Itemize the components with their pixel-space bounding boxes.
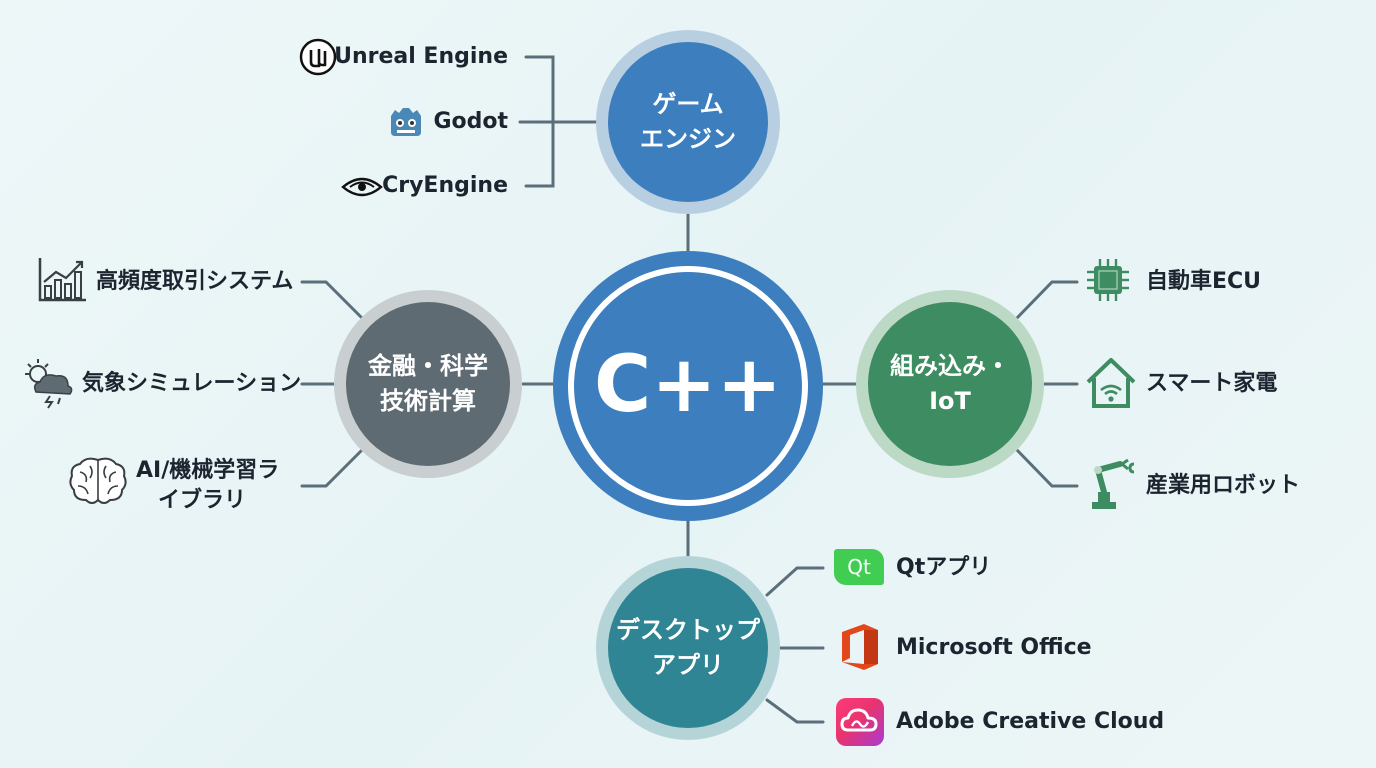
item-automotive-ecu: 自動車ECU	[1146, 269, 1262, 294]
node-finance	[334, 290, 522, 478]
game-engine-title-line2: エンジン	[640, 125, 736, 153]
game-engine-title: ゲーム エンジン	[608, 82, 768, 162]
node-desktop	[596, 556, 780, 740]
qt-logo-text: Qt	[847, 555, 871, 579]
item-hft-system: 高頻度取引システム	[96, 269, 294, 294]
item-unreal-engine: Unreal Engine	[334, 44, 508, 69]
desktop-title: デスクトップ アプリ	[608, 608, 768, 688]
item-ai-ml-line1: AI/機械学習ラ	[136, 458, 280, 483]
center-label: C++	[588, 326, 788, 446]
center-label-text: C++	[594, 340, 782, 431]
item-adobe-creative-cloud: Adobe Creative Cloud	[896, 709, 1165, 734]
desktop-title-line1: デスクトップ	[616, 616, 760, 645]
chip-icon	[1087, 259, 1129, 301]
finance-title-line1: 金融・科学	[368, 352, 488, 381]
node-embedded	[856, 290, 1044, 478]
item-microsoft-office: Microsoft Office	[896, 635, 1092, 660]
item-smart-appliances: スマート家電	[1146, 371, 1278, 396]
item-ai-ml-line2: イブラリ	[158, 488, 247, 513]
item-godot: Godot	[433, 109, 508, 134]
embedded-title-line1: 組み込み・	[890, 352, 1010, 381]
unreal-engine-logo-icon	[299, 38, 337, 76]
finance-title: 金融・科学 技術計算	[348, 344, 508, 424]
connector-lines	[300, 55, 1079, 724]
item-weather-simulation: 気象シミュレーション	[82, 371, 302, 396]
finance-title-line2: 技術計算	[380, 387, 476, 415]
weather-icon	[25, 359, 73, 409]
embedded-title-line2: IoT	[929, 387, 971, 415]
godot-logo-icon	[391, 108, 421, 136]
qt-logo-icon: Qt	[834, 549, 884, 585]
center-node	[553, 251, 823, 521]
cryengine-logo-icon	[341, 177, 383, 197]
smart-home-icon	[1086, 358, 1136, 408]
game-engine-title-line1: ゲーム	[652, 90, 724, 119]
robot-arm-icon	[1092, 458, 1135, 509]
embedded-title: 組み込み・ IoT	[870, 344, 1030, 424]
item-cryengine: CryEngine	[382, 173, 508, 198]
node-game-engine	[596, 30, 780, 214]
microsoft-office-logo-icon	[842, 624, 878, 670]
item-industrial-robot: 産業用ロボット	[1146, 473, 1301, 498]
creative-cloud-logo-icon	[836, 698, 884, 746]
item-qt-app: Qtアプリ	[896, 555, 992, 580]
item-ai-ml-libraries: AI/機械学習ラ イブラリ	[136, 456, 279, 516]
chart-icon	[38, 258, 86, 302]
desktop-title-line2: アプリ	[652, 651, 724, 679]
brain-icon	[69, 457, 127, 504]
